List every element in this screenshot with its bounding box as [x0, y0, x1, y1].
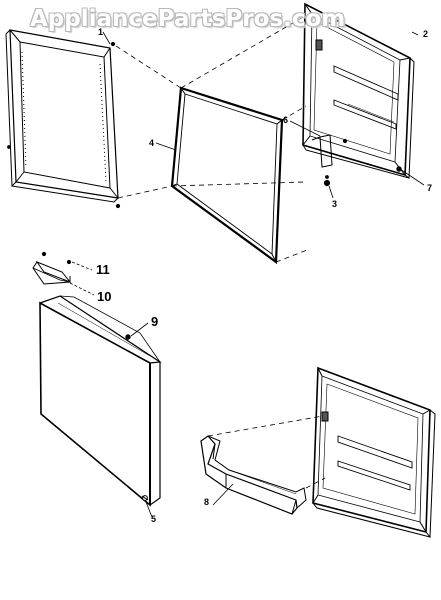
leader-lines-upper: [102, 31, 425, 199]
assembly-lines-upper: [115, 15, 308, 263]
hinge-part-6: [311, 134, 333, 187]
leader-lines-handle: [69, 261, 95, 296]
watermark-text: AppliancePartsPros.com: [30, 6, 346, 32]
leader-lines-bin: [212, 483, 234, 506]
handle-part-10: [32, 251, 72, 285]
callout-3: 3: [332, 199, 338, 209]
door-bin-part-8: [200, 435, 307, 515]
upper-door-part-2: [302, 2, 415, 179]
screw-part-7: [342, 138, 402, 172]
callout-6: 6: [283, 115, 289, 125]
callout-2: 2: [423, 29, 429, 39]
callout-10: 10: [97, 289, 112, 304]
gasket-part-4: [170, 86, 284, 265]
lower-door-panel: [39, 295, 162, 507]
assembly-lines-lower: [207, 415, 326, 489]
callout-1: 1: [98, 27, 104, 37]
frame-part-1: [5, 29, 121, 209]
callout-11: 11: [96, 262, 110, 277]
callout-9: 9: [151, 314, 159, 329]
callout-5: 5: [151, 514, 157, 524]
lower-door-part-right: [312, 366, 436, 539]
callout-8: 8: [204, 497, 210, 507]
callout-7: 7: [427, 183, 433, 193]
callout-4: 4: [149, 138, 155, 148]
leader-lines-lower-left: [130, 322, 153, 518]
